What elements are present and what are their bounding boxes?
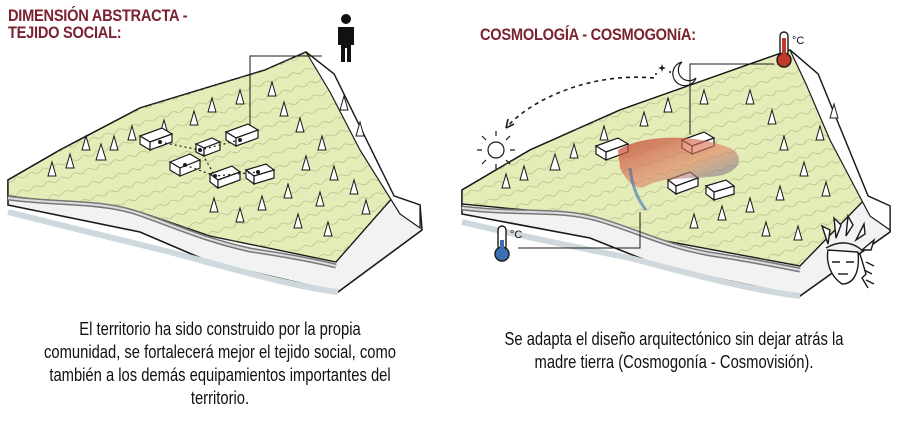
caption-line-1: El territorio ha sido construido por la … xyxy=(79,319,361,339)
cosmology-title: COSMOLOGÍA - COSMOGONíA: xyxy=(480,25,696,44)
person-icon xyxy=(338,14,354,62)
leader-hot xyxy=(689,63,774,134)
title-line-2: TEJIDO SOCIAL: xyxy=(8,23,122,42)
sun-moon-arc xyxy=(505,76,655,129)
caption-line-3: también a los demás equipamientos import… xyxy=(49,365,391,385)
link-nodes xyxy=(158,138,260,178)
thermo-hot-unit: °C xyxy=(792,35,804,47)
caption-line-4: territorio. xyxy=(190,388,250,408)
river xyxy=(461,219,801,299)
panel-social-fabric: DIMENSIÓN ABSTRACTA - TEJIDO SOCIAL: xyxy=(0,0,440,444)
terrain-illustration-social xyxy=(7,14,423,295)
trees xyxy=(47,80,371,237)
thermometer-hot-icon xyxy=(776,31,792,68)
leader-line xyxy=(249,55,322,126)
moon-icon xyxy=(655,61,697,87)
thermal-zone xyxy=(618,137,740,188)
caption-line-2: comunidad, se fortalecerá mejor el tejid… xyxy=(44,342,396,362)
title-line-1: DIMENSIÓN ABSTRACTA - xyxy=(8,6,188,25)
arc-arrowhead xyxy=(505,118,515,129)
indigenous-headdress-icon xyxy=(820,213,876,289)
road-center xyxy=(461,207,801,271)
leader-cold xyxy=(518,212,641,249)
terrain-contours xyxy=(8,52,394,262)
cold-flow xyxy=(628,167,648,211)
buildings xyxy=(138,123,276,190)
trees xyxy=(501,88,839,241)
caption-line-2: madre tierra (Cosmogonía - Cosmovisión). xyxy=(534,352,814,372)
cliff-face xyxy=(305,51,421,230)
road-center xyxy=(7,197,337,267)
thermo-cold-unit: °C xyxy=(510,229,522,241)
panel-cosmology: COSMOLOGÍA - COSMOGONíA: xyxy=(450,0,898,444)
river xyxy=(7,209,339,295)
terrain-illustration-cosmology: °C °C xyxy=(461,31,891,299)
thermometer-cold-icon xyxy=(494,225,510,262)
caption-line-1: Se adapta el diseño arquitectónico sin d… xyxy=(504,329,844,349)
sun-icon xyxy=(477,131,515,169)
